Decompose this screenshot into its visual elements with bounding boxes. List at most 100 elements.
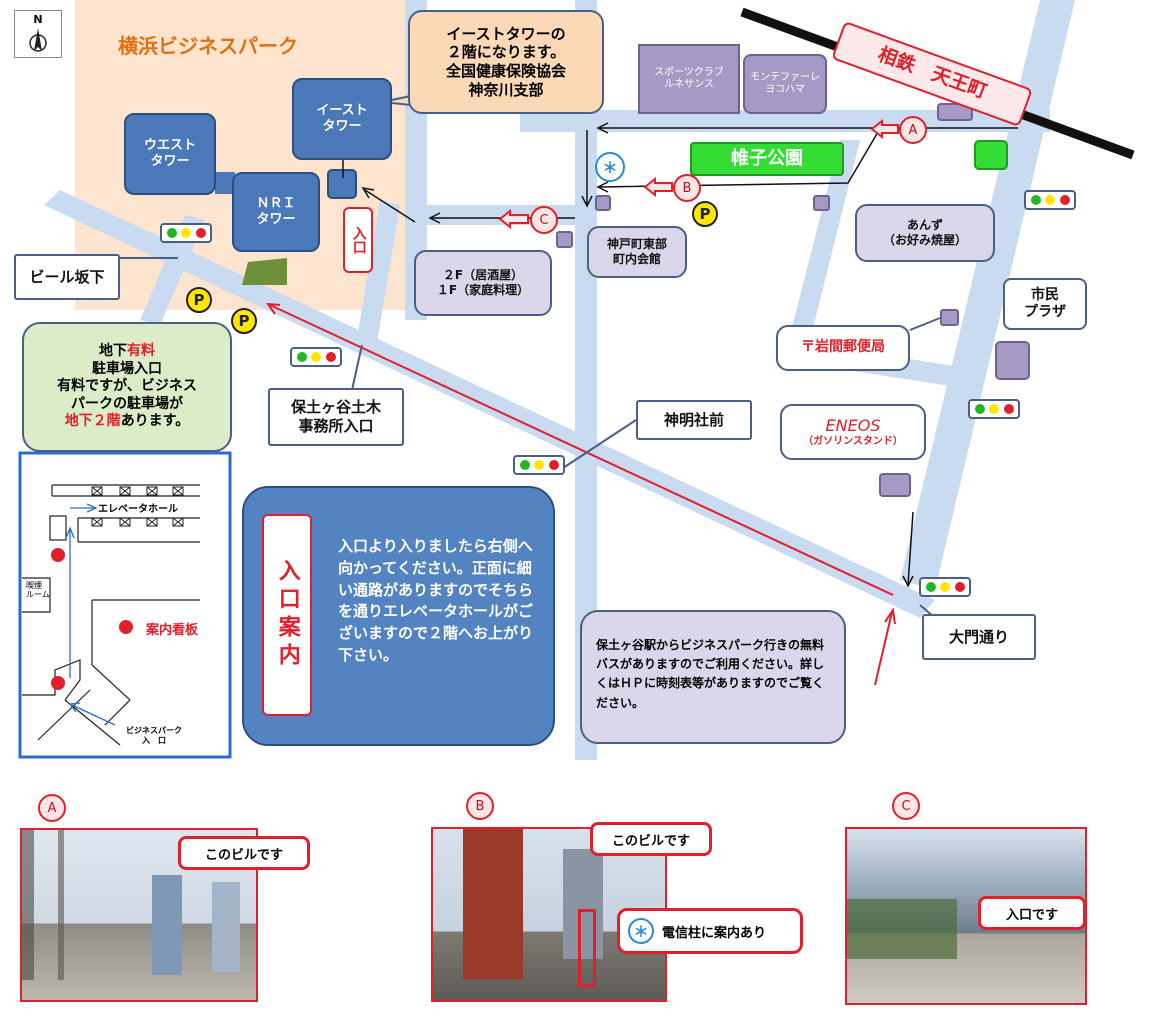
west-tower: ウエスト タワー <box>124 113 216 195</box>
katabira-park: 帷子公園 <box>690 142 844 176</box>
hodogaya-doboku-text: 保土ヶ谷土木 事務所入口 <box>290 398 381 435</box>
walkway-connector-2 <box>215 172 235 194</box>
compass: N <box>14 10 62 58</box>
montefiore-yokohama: モンテファーレ ヨコハマ <box>743 54 827 114</box>
entrance-guide-title: 入口案内 <box>262 514 312 716</box>
parking-info-line-2: 駐車場入口 <box>92 360 162 377</box>
road-small-diagonal <box>790 140 860 340</box>
road-diagonal-right <box>900 0 1075 590</box>
entrance-guide-body: 入口より入りましたら右側へ向かってください。正面に細い通路がありますのでそちらを… <box>338 537 534 664</box>
eneos-subtext: （ガソリンスタンド） <box>803 435 903 447</box>
red-hollow-arrows <box>498 118 899 230</box>
traffic-light-icon <box>290 347 342 367</box>
nri-tower-label: ＮＲＩ タワー <box>256 195 296 227</box>
photo-a-marker: A <box>38 794 66 822</box>
callout-lines <box>100 257 941 619</box>
kaikan-text: 神戸町東部 町内会館 <box>606 237 667 266</box>
montefiore-label: モンテファーレ ヨコハマ <box>750 71 820 96</box>
red-arrows <box>265 302 896 686</box>
photo-a-trees <box>22 830 142 980</box>
photo-b-asterisk-icon: ＊ <box>628 918 654 944</box>
photo-b-marker: B <box>466 792 494 820</box>
entrance-guide-panel: 入口案内 入口より入りましたら右側へ向かってください。正面に細い通路がありますの… <box>242 486 555 746</box>
parking-info-basement: 地下 <box>99 343 127 360</box>
shimin-plaza-text: 市民 プラザ <box>1024 286 1066 321</box>
beer-zaka-label: ビール坂下 <box>14 254 120 300</box>
shinmeisha-mae-label: 神明社前 <box>636 400 752 440</box>
photo-b-red-building <box>463 829 523 979</box>
post-office-label: 〒岩間郵便局 <box>776 325 910 371</box>
photo-c-marker: C <box>892 792 920 820</box>
shimin-plaza-label: 市民 プラザ <box>1003 278 1087 330</box>
east-tower-info-text: イーストタワーの ２階になります。 全国健康保険協会 神奈川支部 <box>445 24 566 99</box>
nri-tower: ＮＲＩ タワー <box>232 172 320 252</box>
green-square <box>974 140 1008 170</box>
parking-info-paid: 有料 <box>127 343 155 360</box>
katabira-park-label: 帷子公園 <box>731 147 803 169</box>
traffic-light-icon <box>968 399 1020 419</box>
photo-b-gray-building <box>563 849 603 959</box>
entrance-label: 入口 <box>343 207 373 273</box>
bus-info-text: 保土ヶ谷駅からビジネスパーク行きの無料バスがありますのでご利用ください。詳しくは… <box>596 638 825 710</box>
compass-north-label: N <box>33 13 43 26</box>
photo-a-building <box>152 875 182 975</box>
eneos-text: ENEOS <box>825 415 881 435</box>
eneos-label: ENEOS （ガソリンスタンド） <box>780 404 926 460</box>
business-park-title: 横浜ビジネスパーク <box>118 34 298 58</box>
marker-b: B <box>673 174 701 202</box>
photo-b-pole-highlight <box>578 909 596 987</box>
small-buildings <box>556 103 1030 497</box>
photo-c <box>845 827 1087 1005</box>
photo-a-building-2 <box>212 882 240 972</box>
traffic-light-icon <box>919 577 971 597</box>
traffic-light-icon <box>513 455 565 475</box>
east-tower: イースト タワー <box>292 78 392 160</box>
photo-b-pole-bubble: ＊ 電信柱に案内あり <box>617 908 803 954</box>
parking-p-icon-3: P <box>231 308 257 334</box>
compass-needle-icon <box>29 28 47 52</box>
parking-p-icon-1: P <box>692 201 718 227</box>
kaikan-callout: 神戸町東部 町内会館 <box>587 226 687 278</box>
east-tower-info-callout: イーストタワーの ２階になります。 全国健康保険協会 神奈川支部 <box>408 10 604 114</box>
photo-c-trees <box>847 899 957 959</box>
traffic-light-icon <box>160 223 212 243</box>
parking-info-callout: 地下有料 駐車場入口 有料ですが、ビジネス パークの駐車場が 地下２階あります。 <box>22 322 232 452</box>
parking-info-b2: 地下２階 <box>64 413 121 430</box>
parking-info-line-1: 地下有料 <box>99 343 155 361</box>
marker-a: A <box>899 116 927 144</box>
sports-club-renaissance: スポーツクラブ ルネサンス <box>638 44 740 114</box>
parking-p-icon-2: P <box>186 287 212 313</box>
photo-b-bubble: このビルです <box>590 822 712 856</box>
parking-info-exists: あります。 <box>120 413 190 430</box>
east-tower-label: イースト タワー <box>316 102 368 134</box>
sports-club-label: スポーツクラブ ルネサンス <box>654 66 724 91</box>
traffic-light-icon <box>1024 190 1076 210</box>
guide-sign-label: 案内看板 <box>146 623 199 638</box>
parking-info-line-3: 有料ですが、ビジネス <box>57 378 197 395</box>
izakaya-text: ２F（居酒屋） １F（家庭料理） <box>436 268 530 297</box>
hodogaya-doboku-label: 保土ヶ谷土木 事務所入口 <box>268 388 404 446</box>
daimon-dori-label: 大門通り <box>922 614 1036 660</box>
marker-c: C <box>530 206 558 234</box>
west-tower-label: ウエスト タワー <box>143 137 196 169</box>
floor-plan-entrance-label: ビジネスパーク 入 口 <box>126 726 182 745</box>
road-doboku-spur <box>355 200 400 355</box>
floor-plan <box>18 451 232 759</box>
photo-a-bubble: このビルです <box>178 836 310 870</box>
entrance-label-text: 入口 <box>350 226 367 254</box>
walkway-connector <box>327 169 357 199</box>
anzu-callout: あんず （お好み焼屋） <box>855 204 995 262</box>
daimon-dori-text: 大門通り <box>948 627 1009 646</box>
parking-ramp <box>242 258 287 285</box>
photo-b-pole-text: 電信柱に案内あり <box>662 925 767 941</box>
shinmeisha-mae-text: 神明社前 <box>663 410 724 429</box>
photo-c-bubble: 入口です <box>978 896 1086 930</box>
smoking-room-label: 喫煙 ルーム <box>26 581 50 599</box>
elevator-hall-label: エレベータホール <box>98 504 178 515</box>
bus-info-callout: 保土ヶ谷駅からビジネスパーク行きの無料バスがありますのでご利用ください。詳しくは… <box>580 610 846 744</box>
asterisk-marker: ＊ <box>595 152 625 182</box>
parking-info-line-5: 地下２階あります。 <box>65 413 190 431</box>
izakaya-callout: ２F（居酒屋） １F（家庭料理） <box>414 250 552 316</box>
post-office-text: 〒岩間郵便局 <box>801 339 885 356</box>
road-vertical-2 <box>575 0 597 760</box>
